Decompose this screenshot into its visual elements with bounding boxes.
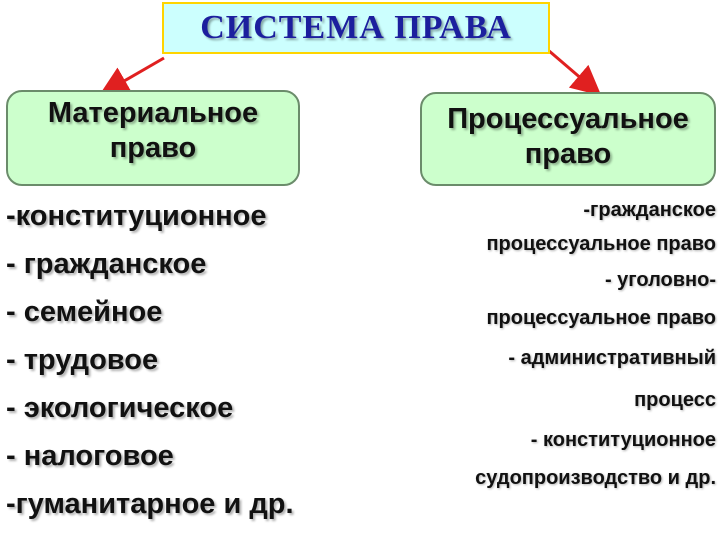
list-line: -гражданское xyxy=(583,199,716,221)
list-item: - налоговое xyxy=(6,440,174,472)
arrow-right xyxy=(547,48,602,96)
procedural-law-heading-line2: право xyxy=(524,138,612,171)
list-item: - семейное xyxy=(6,296,163,328)
list-line: - конституционное xyxy=(530,429,716,451)
procedural-law-list: -гражданское процессуальное право - угол… xyxy=(376,192,716,496)
list-line: - уголовно- xyxy=(604,269,716,291)
list-item: - гражданское xyxy=(6,248,207,280)
diagram-title: СИСТЕМА ПРАВА xyxy=(162,2,550,54)
arrow-left xyxy=(99,56,165,96)
material-law-list: -конституционное - гражданское - семейно… xyxy=(6,192,386,528)
material-law-heading-line2: право xyxy=(109,132,197,165)
list-line: - административный xyxy=(508,347,716,369)
procedural-law-box: Процессуальное право xyxy=(420,92,716,186)
material-law-box: Материальное право xyxy=(6,90,300,186)
list-line: судопроизводство и др. xyxy=(475,467,716,489)
list-line: процессуальное право xyxy=(486,307,716,329)
list-line: процесс xyxy=(634,389,716,411)
list-item: - экологическое xyxy=(6,392,234,424)
material-law-heading-line1: Материальное xyxy=(47,97,259,129)
list-item: -конституционное xyxy=(6,200,267,232)
list-line: процессуальное право xyxy=(486,233,716,255)
list-item: - трудовое xyxy=(6,344,159,376)
list-item: -гуманитарное и др. xyxy=(6,488,294,520)
procedural-law-heading-line1: Процессуальное xyxy=(447,103,689,135)
